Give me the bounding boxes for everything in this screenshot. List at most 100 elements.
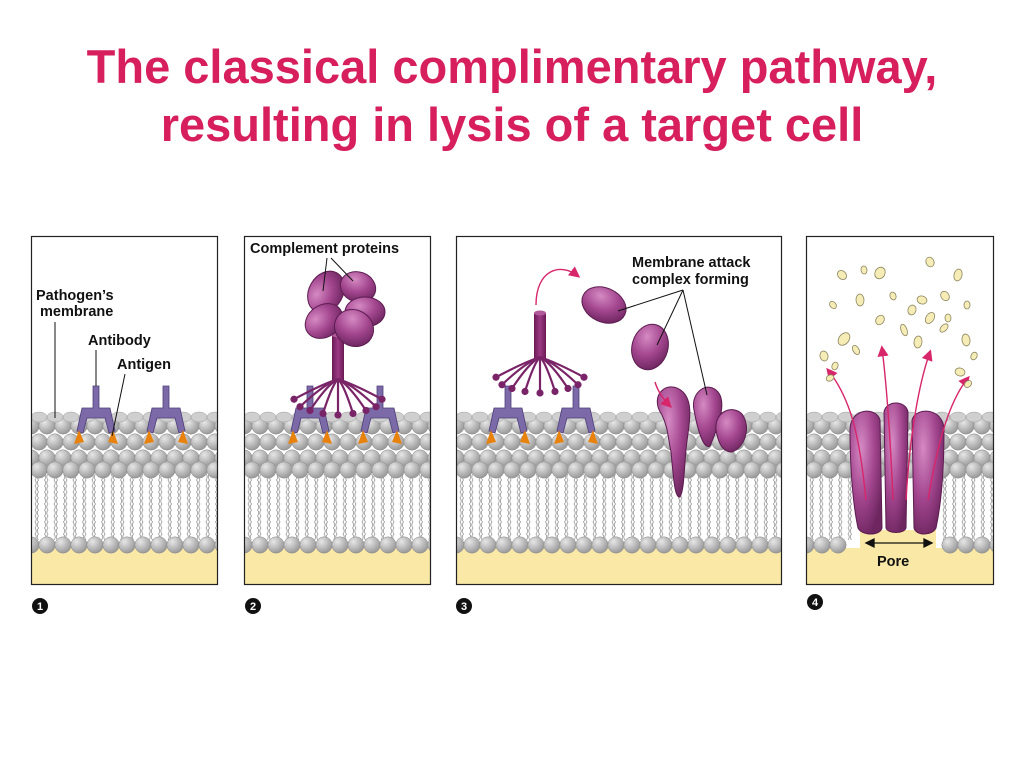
content-particle xyxy=(925,256,935,268)
flow-arrows xyxy=(535,266,672,408)
panel-step-1 xyxy=(30,235,219,586)
lipid-tails xyxy=(247,473,430,541)
cytoplasm xyxy=(32,548,217,584)
efflux-arrows xyxy=(826,345,970,501)
step-number-badge-1: 1 xyxy=(32,598,48,614)
step-number-badge-4: 4 xyxy=(807,594,823,610)
membrane-bilayer xyxy=(245,411,430,584)
lipid-heads xyxy=(457,411,781,554)
complement-c1-complex xyxy=(290,332,386,419)
content-particle xyxy=(944,313,952,323)
content-particle xyxy=(940,290,950,302)
slide-title: The classical complimentary pathway, res… xyxy=(0,38,1024,154)
label-complement-proteins: Complement proteins xyxy=(250,241,399,257)
content-particle xyxy=(855,293,865,307)
content-particle xyxy=(924,312,936,324)
content-particle xyxy=(907,304,917,316)
antibody xyxy=(144,385,188,444)
content-particle xyxy=(963,380,973,388)
step-number: 4 xyxy=(812,597,819,609)
label-antigen: Antigen xyxy=(117,357,171,373)
mac-pore xyxy=(849,402,945,535)
antigen xyxy=(108,430,118,444)
content-particle xyxy=(874,266,886,280)
content-particle xyxy=(831,361,839,371)
label-leader-lines-2 xyxy=(322,257,354,292)
antigen xyxy=(486,430,496,444)
panel-frame xyxy=(455,235,783,586)
label-mac-line-2: complex forming xyxy=(632,272,749,288)
panel-step-4 xyxy=(805,235,995,586)
antigen xyxy=(588,430,598,444)
content-particle xyxy=(825,374,835,382)
label-pathogen-membrane-1: Pathogen’s xyxy=(36,288,114,304)
content-particle xyxy=(860,265,868,275)
complement-protein xyxy=(304,303,344,339)
label-pore: Pore xyxy=(877,554,909,570)
content-particle xyxy=(900,323,908,337)
antigen xyxy=(520,430,530,444)
cytoplasm xyxy=(245,548,430,584)
content-particle xyxy=(953,268,963,282)
complement-c1-complex xyxy=(492,310,588,397)
step-number-badge-2: 2 xyxy=(245,598,261,614)
content-particle xyxy=(829,300,837,310)
content-particle xyxy=(819,350,829,362)
antigen xyxy=(554,430,564,444)
content-particle xyxy=(939,323,949,333)
panel-frame xyxy=(805,235,995,586)
complement-protein xyxy=(333,308,375,348)
panel-step-2 xyxy=(243,235,432,586)
cytoplasm xyxy=(457,548,781,584)
antibody xyxy=(554,385,598,444)
step-number: 1 xyxy=(37,601,43,613)
content-particle xyxy=(954,367,966,377)
content-particle xyxy=(963,300,971,310)
antigen xyxy=(144,430,154,444)
antigen xyxy=(74,430,84,444)
title-line-1: The classical complimentary pathway, xyxy=(86,40,938,93)
step-number-badge-3: 3 xyxy=(456,598,472,614)
membrane-bilayer xyxy=(32,411,217,584)
lipid-heads xyxy=(32,411,217,554)
step-number: 3 xyxy=(461,601,467,613)
content-particle xyxy=(916,295,928,305)
panel-frame xyxy=(30,235,219,586)
antigen xyxy=(178,430,188,444)
content-particle xyxy=(889,291,897,301)
content-particle xyxy=(837,270,847,280)
c1-stalk xyxy=(534,313,546,359)
content-particle xyxy=(961,333,971,347)
label-pathogen-membrane-2: membrane xyxy=(40,304,113,320)
pore-width-arrow xyxy=(864,537,934,549)
antigen xyxy=(322,430,332,444)
antibody xyxy=(74,385,118,444)
label-leader-lines-3 xyxy=(617,289,708,396)
antibody xyxy=(486,385,530,444)
content-particle xyxy=(851,345,861,355)
antigen xyxy=(358,430,368,444)
content-particle xyxy=(837,332,851,346)
lipid-tails xyxy=(809,473,993,541)
cell-contents xyxy=(819,256,978,388)
content-particle xyxy=(875,314,885,326)
panel-frame xyxy=(243,235,432,586)
lipid-tails xyxy=(459,473,778,541)
panel-step-3 xyxy=(455,235,783,586)
antigen xyxy=(288,430,298,444)
mac-inserting xyxy=(656,386,747,498)
lipid-heads xyxy=(245,411,430,554)
title-line-2: resulting in lysis of a target cell xyxy=(160,98,864,151)
label-antibody: Antibody xyxy=(88,333,151,349)
content-particle xyxy=(970,351,978,361)
step-number: 2 xyxy=(250,601,256,613)
antigen xyxy=(392,430,402,444)
membrane-bilayer xyxy=(457,411,781,584)
mac-protein xyxy=(631,323,669,371)
label-mac-line-1: Membrane attack xyxy=(632,255,751,271)
content-particle xyxy=(913,335,923,349)
label-leader-lines-1 xyxy=(54,322,126,437)
mac-protein xyxy=(581,286,627,324)
c1-stalk xyxy=(332,335,344,381)
